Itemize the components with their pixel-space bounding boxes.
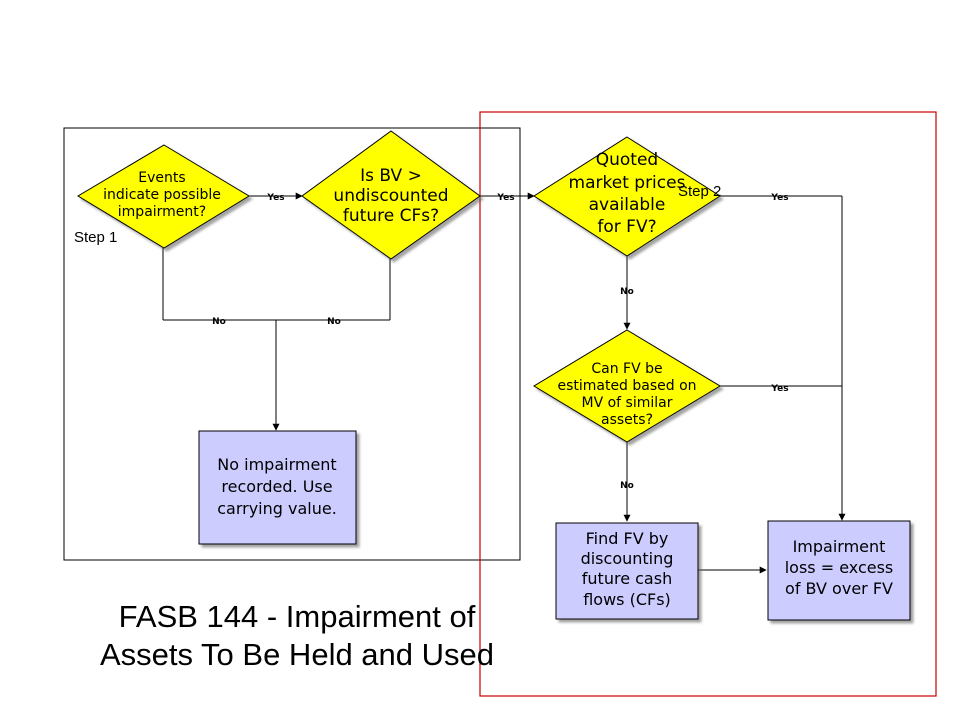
decision-similar-diamond: [533, 329, 721, 443]
edge-quoted-yes: Yes: [770, 193, 788, 203]
impairment-loss-line-1: Impairment: [793, 537, 886, 556]
impairment-loss-line-3: of BV over FV: [785, 579, 893, 598]
step2-frame: [479, 111, 937, 697]
box-find-fv: [555, 522, 699, 620]
find-fv-line-3: future cash: [582, 569, 672, 588]
edge-similar-no: No: [620, 481, 634, 491]
events-line-3: impairment?: [118, 204, 206, 220]
edge-quoted-no: No: [620, 287, 634, 297]
quoted-line-2: market prices: [569, 173, 686, 193]
step1-frame: [63, 127, 521, 561]
events-line-2: indicate possible: [103, 187, 221, 203]
events-line-1: Events: [138, 170, 185, 186]
bv-line-2: undiscounted: [333, 186, 448, 206]
no-impairment-line-1: No impairment: [217, 455, 336, 474]
similar-line-3: MV of similar: [582, 395, 673, 411]
title-line-1: FASB 144 - Impairment of: [119, 599, 476, 634]
find-fv-line-4: flows (CFs): [583, 590, 671, 609]
edge-events-yes: Yes: [266, 193, 284, 203]
box-impairment-loss: [767, 520, 911, 621]
decision-bv-diamond: [301, 130, 481, 260]
edge-similar-yes: Yes: [770, 384, 788, 394]
similar-line-2: estimated based on: [557, 378, 696, 394]
find-fv-line-1: Find FV by: [586, 529, 669, 548]
title-line-2: Assets To Be Held and Used: [100, 637, 494, 672]
impairment-loss-line-2: loss = excess: [785, 558, 894, 577]
quoted-line-4: for FV?: [597, 217, 656, 237]
no-impairment-line-3: carrying value.: [217, 499, 337, 518]
bv-line-1: Is BV >: [360, 166, 422, 186]
similar-line-4: assets?: [601, 412, 653, 428]
decision-quoted-diamond: [533, 136, 721, 257]
connectors: [162, 192, 846, 574]
edge-bv-yes: Yes: [496, 193, 514, 203]
quoted-line-3: available: [589, 195, 666, 215]
step1-label: Step 1: [74, 229, 117, 246]
bv-line-3: future CFs?: [343, 206, 439, 226]
edge-events-no: No: [212, 317, 226, 327]
step2-label: Step 2: [678, 183, 721, 200]
quoted-line-1: Quoted: [596, 150, 658, 170]
box-no-impairment: [198, 430, 357, 545]
edge-bv-no: No: [327, 317, 341, 327]
no-impairment-line-2: recorded. Use: [221, 477, 332, 496]
find-fv-line-2: discounting: [581, 549, 674, 568]
decision-events-diamond: [77, 144, 250, 249]
similar-line-1: Can FV be: [591, 361, 662, 377]
